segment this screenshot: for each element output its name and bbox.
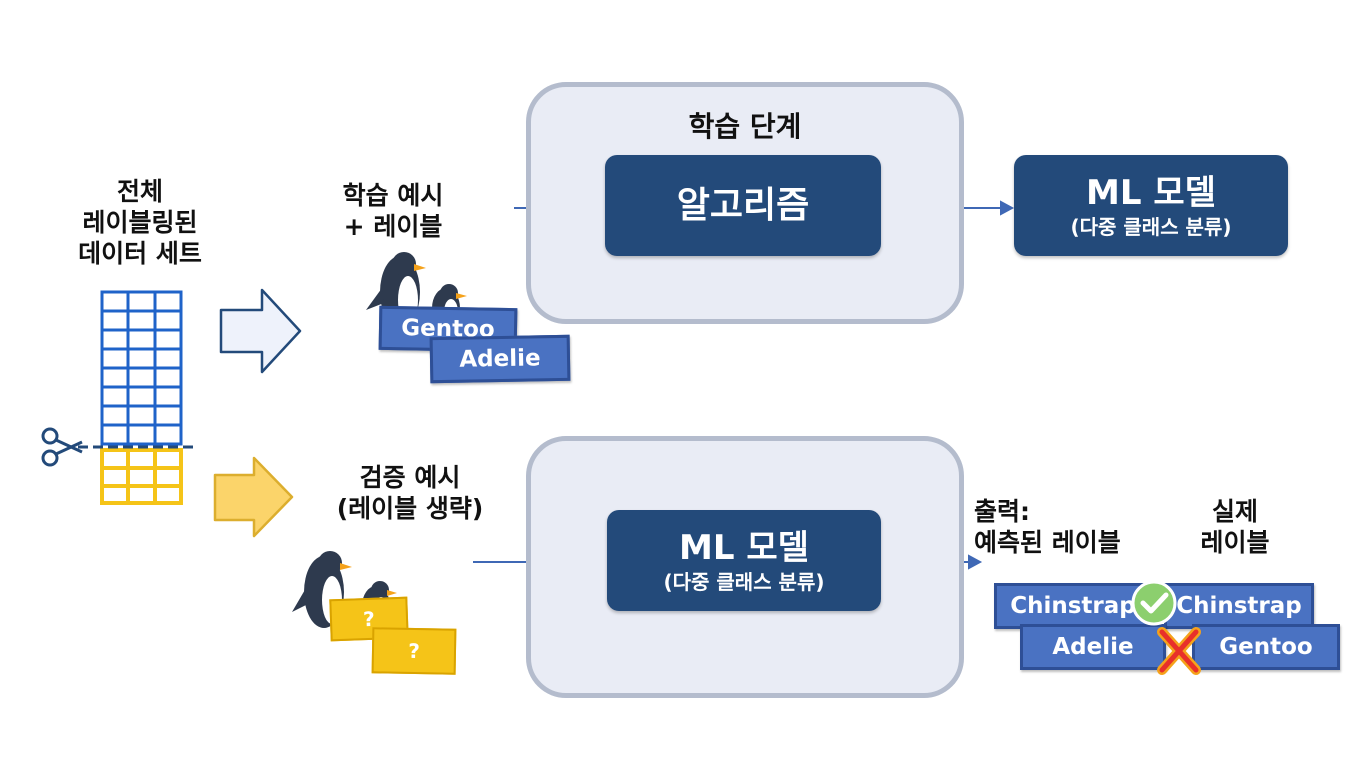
predicted-header-line: 예측된 레이블 [974, 528, 1121, 557]
dataset-label-line: 데이터 세트 [78, 239, 202, 268]
validation-data-grid [100, 448, 183, 505]
dataset-label: 전체 레이블링된 데이터 세트 [60, 176, 220, 269]
predicted-label-tag: Chinstrap [994, 583, 1152, 629]
ml-model-name: ML 모델 [1086, 172, 1216, 213]
ml-model-subtitle: (다중 클래스 분류) [1070, 214, 1232, 239]
training-split-arrow [219, 288, 302, 374]
actual-label-tag: Gentoo [1192, 624, 1340, 670]
ml-model-box: ML 모델 (다중 클래스 분류) [1014, 155, 1288, 256]
training-stage-title: 학습 단계 [688, 110, 802, 143]
predicted-label-text: Adelie [1052, 634, 1134, 660]
training-tag: Adelie [429, 334, 571, 384]
validation-ml-model-subtitle: (다중 클래스 분류) [663, 569, 825, 594]
training-examples-label: 학습 예시 + 레이블 [318, 180, 468, 242]
validation-ml-model-name: ML 모델 [679, 527, 809, 568]
predicted-label-text: Chinstrap [1010, 593, 1136, 619]
validation-examples-label: 검증 예시 (레이블 생략) [320, 462, 500, 524]
actual-labels-header: 실제 레이블 [1170, 496, 1300, 558]
validation-examples-line: 검증 예시 [359, 463, 461, 492]
actual-label-text: Chinstrap [1176, 593, 1302, 619]
unlabeled-tag-label: ? [407, 638, 421, 664]
unlabeled-tag: ? [371, 627, 457, 675]
validation-split-arrow [213, 456, 294, 538]
algorithm-label: 알고리즘 [676, 184, 810, 226]
predicted-label-tag: Adelie [1020, 624, 1166, 670]
validation-examples-line: (레이블 생략) [336, 494, 484, 523]
actual-label-text: Gentoo [1219, 634, 1313, 660]
actual-header-line: 레이블 [1200, 528, 1270, 557]
predicted-header-line: 출력: [974, 497, 1030, 526]
actual-header-line: 실제 [1211, 497, 1258, 526]
training-data-grid [100, 290, 183, 446]
training-examples-line: 학습 예시 [342, 181, 444, 210]
validation-ml-model-box: ML 모델 (다중 클래스 분류) [607, 510, 881, 611]
actual-label-tag: Chinstrap [1164, 583, 1314, 629]
dataset-label-line: 레이블링된 [82, 208, 198, 237]
algorithm-box: 알고리즘 [605, 155, 881, 256]
training-examples-line: + 레이블 [343, 212, 443, 241]
dataset-label-line: 전체 [116, 177, 163, 206]
training-tag-label: Adelie [459, 345, 541, 373]
scissors-icon [41, 427, 83, 467]
predicted-labels-header: 출력: 예측된 레이블 [974, 496, 1154, 558]
